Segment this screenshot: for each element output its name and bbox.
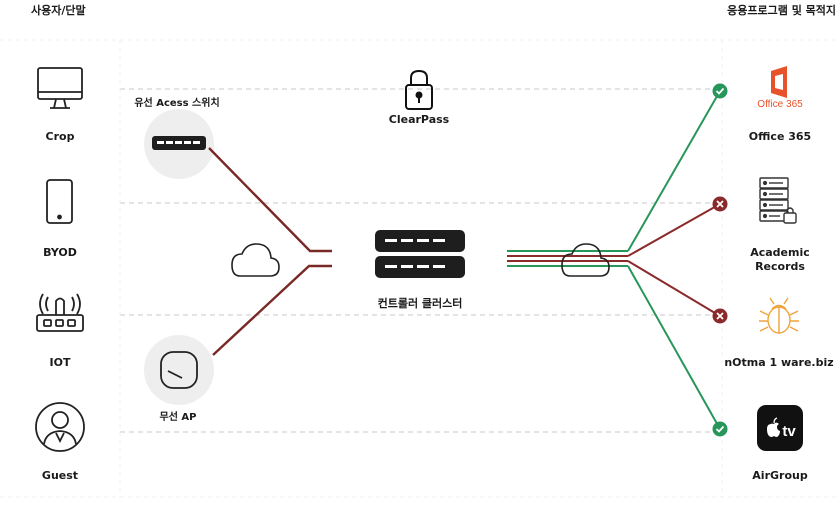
records-server-icon <box>759 177 797 224</box>
column-separators <box>0 39 840 498</box>
status-badge-malware <box>712 308 728 324</box>
status-badge-office365 <box>712 83 728 99</box>
switch-icon <box>152 136 206 150</box>
destination-label-malware-site: nOtma 1 ware.biz <box>724 356 834 369</box>
status-badge-academic <box>712 196 728 212</box>
link-academic <box>627 203 721 257</box>
destination-links <box>627 90 721 430</box>
apple-tv-icon <box>757 405 803 451</box>
smartphone-icon <box>46 179 73 224</box>
access-point-icon <box>160 351 198 389</box>
cloud-icon-left <box>231 243 280 277</box>
link-office365 <box>627 90 721 252</box>
guest-user-icon <box>35 402 85 452</box>
destination-label-office365: Office 365 <box>748 130 812 143</box>
wireless-ap-bg <box>144 335 214 405</box>
device-label-iot: IOT <box>49 356 71 369</box>
office365-logo-icon <box>771 66 787 98</box>
status-badge-airgroup <box>712 421 728 437</box>
device-label-guest: Guest <box>41 469 79 482</box>
left-column-header: 사용자/단말 <box>31 4 86 17</box>
device-label-byod: BYOD <box>43 246 77 259</box>
right-column-header: 응용프로그램 및 목적지 <box>727 4 836 17</box>
destination-label-airgroup: AirGroup <box>752 469 808 482</box>
malware-bug-icon <box>759 297 799 334</box>
row-guides <box>120 88 722 433</box>
destination-label-academic-records: Academic Records <box>750 246 810 273</box>
link-malware <box>627 260 721 317</box>
iot-router-icon <box>36 293 84 332</box>
office365-logo-text: Office 365 <box>757 99 803 110</box>
wireless-ap-label: 무선 AP <box>159 412 197 423</box>
apple-tv-logo-text: tv <box>782 423 796 440</box>
link-airgroup <box>627 265 721 430</box>
cloud-icon-right <box>561 243 610 277</box>
device-label-crop: Crop <box>45 130 75 143</box>
desktop-monitor-icon <box>37 67 83 109</box>
padlock-icon <box>405 69 433 110</box>
controller-cluster-label: 컨트롤러 클러스터 <box>377 297 463 310</box>
controller-cluster-icon <box>375 230 465 278</box>
wired-switch-label: 유선 Acess 스위치 <box>134 98 220 109</box>
clearpass-label: ClearPass <box>388 113 450 126</box>
access-uplinks <box>208 147 332 356</box>
